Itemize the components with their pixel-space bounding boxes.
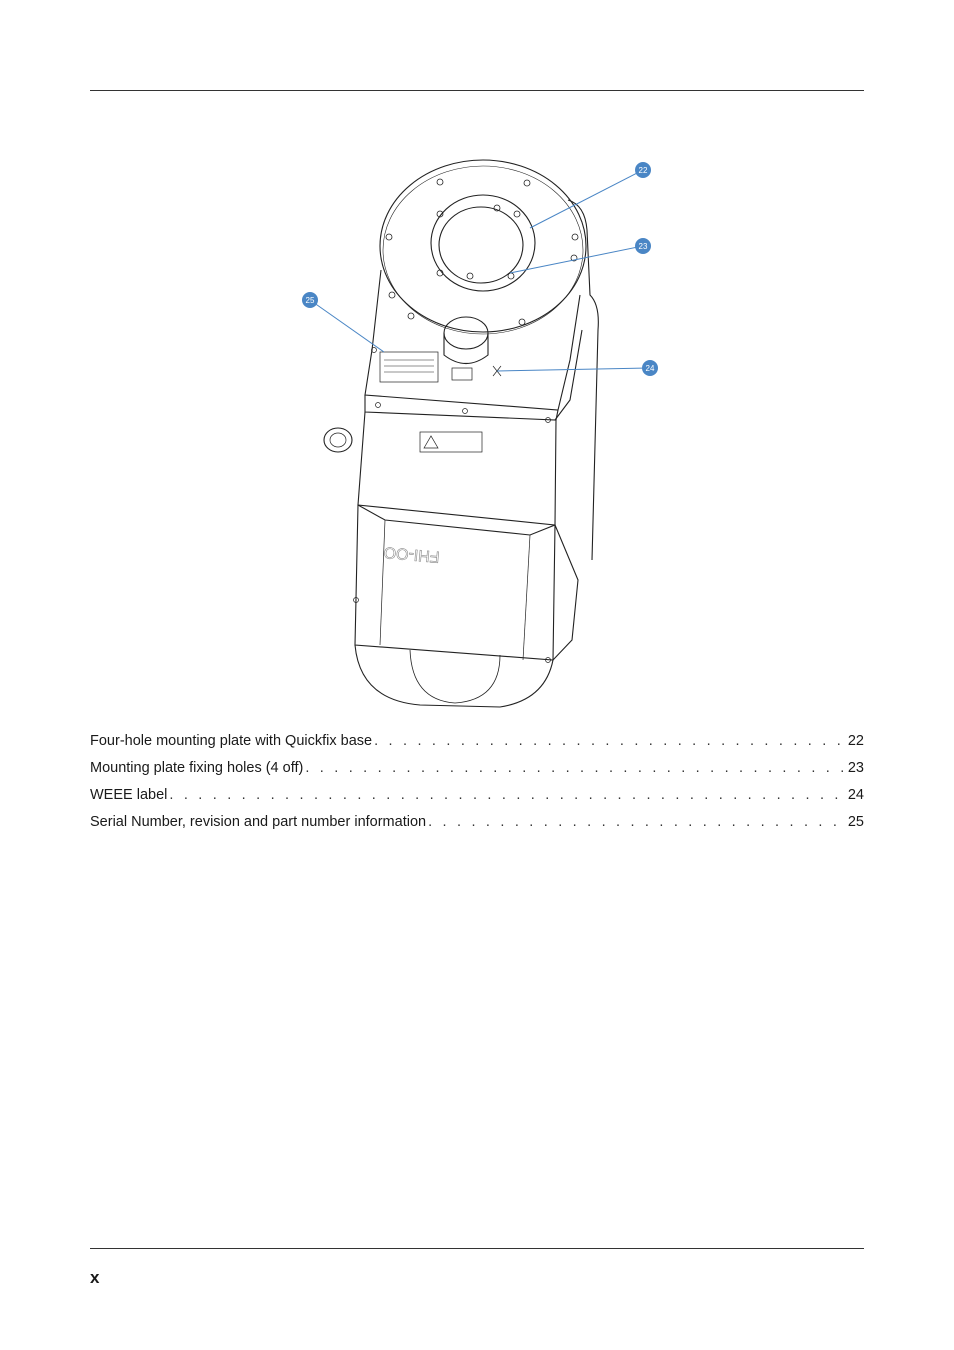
callout-24: 24 <box>642 360 658 376</box>
disc-bolts <box>385 178 579 326</box>
footer-rule <box>90 1248 864 1249</box>
mounting-disc <box>379 159 587 333</box>
warning-label <box>419 431 483 453</box>
leader-dots: . . . . . . . . . . . . . . . . . . . . … <box>428 814 846 830</box>
svg-text:25: 25 <box>306 296 315 305</box>
key-label: Mounting plate fixing holes (4 off) <box>90 760 304 776</box>
leader-dots: . . . . . . . . . . . . . . . . . . . . … <box>169 787 845 803</box>
leader-dots: . . . . . . . . . . . . . . . . . . . . … <box>374 733 846 749</box>
header-rule <box>90 90 864 91</box>
callout-23: 23 <box>635 238 651 254</box>
key-label: Serial Number, revision and part number … <box>90 814 427 830</box>
callout-25: 25 <box>302 292 318 308</box>
page-number: x <box>90 1268 100 1287</box>
callout-key-list: Four-hole mounting plate with Quickfix b… <box>90 731 864 839</box>
key-number: 22 <box>847 733 864 749</box>
key-row: WEEE label . . . . . . . . . . . . . . .… <box>90 785 864 812</box>
key-label: WEEE label <box>90 787 168 803</box>
svg-text:23: 23 <box>639 242 648 251</box>
key-row: Mounting plate fixing holes (4 off) . . … <box>90 758 864 785</box>
camera-head-illustration: FHI-OO 22 23 24 25 <box>302 159 658 708</box>
svg-text:FHI-OO: FHI-OO <box>383 543 440 565</box>
key-number: 25 <box>847 814 864 830</box>
key-row: Serial Number, revision and part number … <box>90 812 864 839</box>
plate-fixing-holes <box>436 204 521 280</box>
mounting-plate <box>430 194 536 292</box>
key-label: Four-hole mounting plate with Quickfix b… <box>90 733 373 749</box>
key-number: 23 <box>847 760 864 776</box>
key-row: Four-hole mounting plate with Quickfix b… <box>90 731 864 758</box>
callout-22: 22 <box>635 162 651 178</box>
leader-dots: . . . . . . . . . . . . . . . . . . . . … <box>305 760 846 776</box>
key-number: 24 <box>847 787 864 803</box>
svg-text:22: 22 <box>639 166 648 175</box>
svg-text:24: 24 <box>646 364 655 373</box>
serial-label <box>379 351 439 383</box>
